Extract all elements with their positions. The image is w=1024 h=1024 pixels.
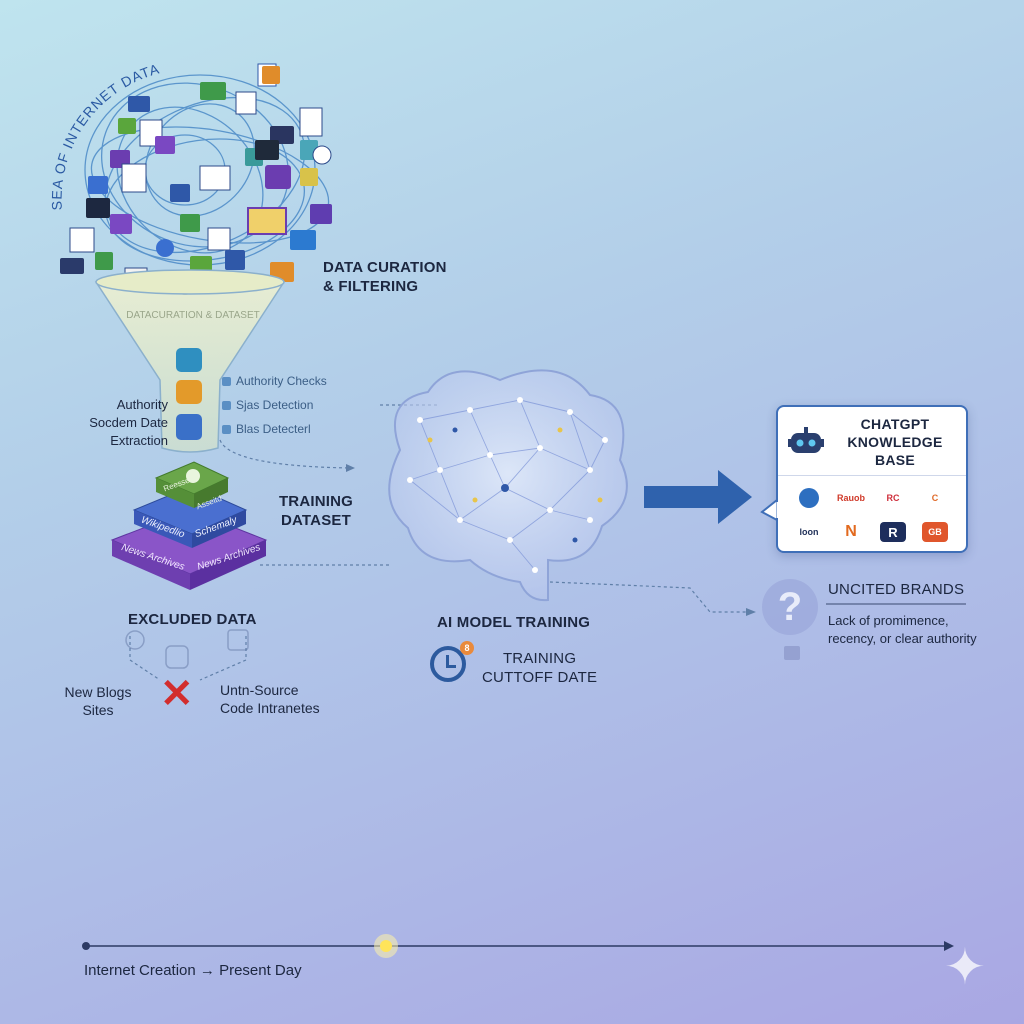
excluded-data-icons [125, 629, 249, 669]
check-item: Authority Checks [222, 373, 327, 389]
uncited-small-icon [784, 646, 800, 660]
training-dataset-label: TRAINING DATASET [278, 493, 354, 529]
authority-check-icon [176, 348, 202, 372]
knowledge-base-header: CHATGPT KNOWLEDGE BASE [778, 407, 966, 476]
globe-logo [799, 488, 819, 508]
timeline-label: Internet Creation → Present Day [84, 962, 302, 979]
ai-model-brain [388, 369, 628, 602]
check-icon [222, 400, 231, 410]
checks-list: Authority Checks Sjas Detection Blas Det… [222, 373, 327, 437]
clock-icon [430, 646, 466, 682]
data-curation-label: DATA CURATION & FILTERING [323, 259, 447, 295]
data-file-icons [60, 63, 332, 295]
check-icon [222, 376, 231, 386]
rc-logo: RC [886, 493, 900, 503]
orange-box-logo: GB [922, 522, 948, 542]
uncited-brands-title: UNCITED BRANDS [828, 581, 965, 598]
loon-logo: loon [799, 527, 819, 537]
orange-mark-logo: C [931, 493, 939, 503]
extraction-icon [176, 414, 202, 440]
excluded-data-title: EXCLUDED DATA [128, 611, 257, 628]
check-icon [222, 424, 231, 434]
training-dataset-stack [110, 461, 268, 590]
bias-detection-icon [176, 380, 202, 404]
to-knowledge-base-arrow [644, 470, 752, 524]
red-wordmark-logo: Rauob [837, 493, 865, 503]
excluded-right-label: Untn-Source Code Intranetes [220, 682, 320, 716]
n-logo: N [845, 523, 857, 540]
question-icon: ? [762, 579, 818, 635]
training-cutoff-label: TRAINING CUTTOFF DATE [482, 650, 598, 686]
check-item: Sjas Detection [222, 397, 327, 413]
ai-model-training-title: AI MODEL TRAINING [437, 614, 591, 631]
sparkle-icon: ✦ [944, 939, 986, 995]
funnel-label: DATACURATION & DATASET [126, 310, 260, 321]
excluded-left-label: New Blogs Sites [64, 684, 132, 718]
robot-icon [788, 427, 824, 453]
timeline [82, 934, 954, 958]
knowledge-base-title: CHATGPT KNOWLEDGE BASE [847, 416, 943, 468]
uncited-description: Lack of promimence, recency, or clear au… [828, 613, 977, 646]
check-item: Blas Detecterl [222, 421, 327, 437]
cutoff-badge: 8 [460, 641, 474, 655]
authority-extraction-label: Authority Socdem Date Extraction [89, 397, 168, 448]
r-logo: R [880, 522, 906, 542]
excluded-cross-icon: ✕ [160, 672, 194, 716]
